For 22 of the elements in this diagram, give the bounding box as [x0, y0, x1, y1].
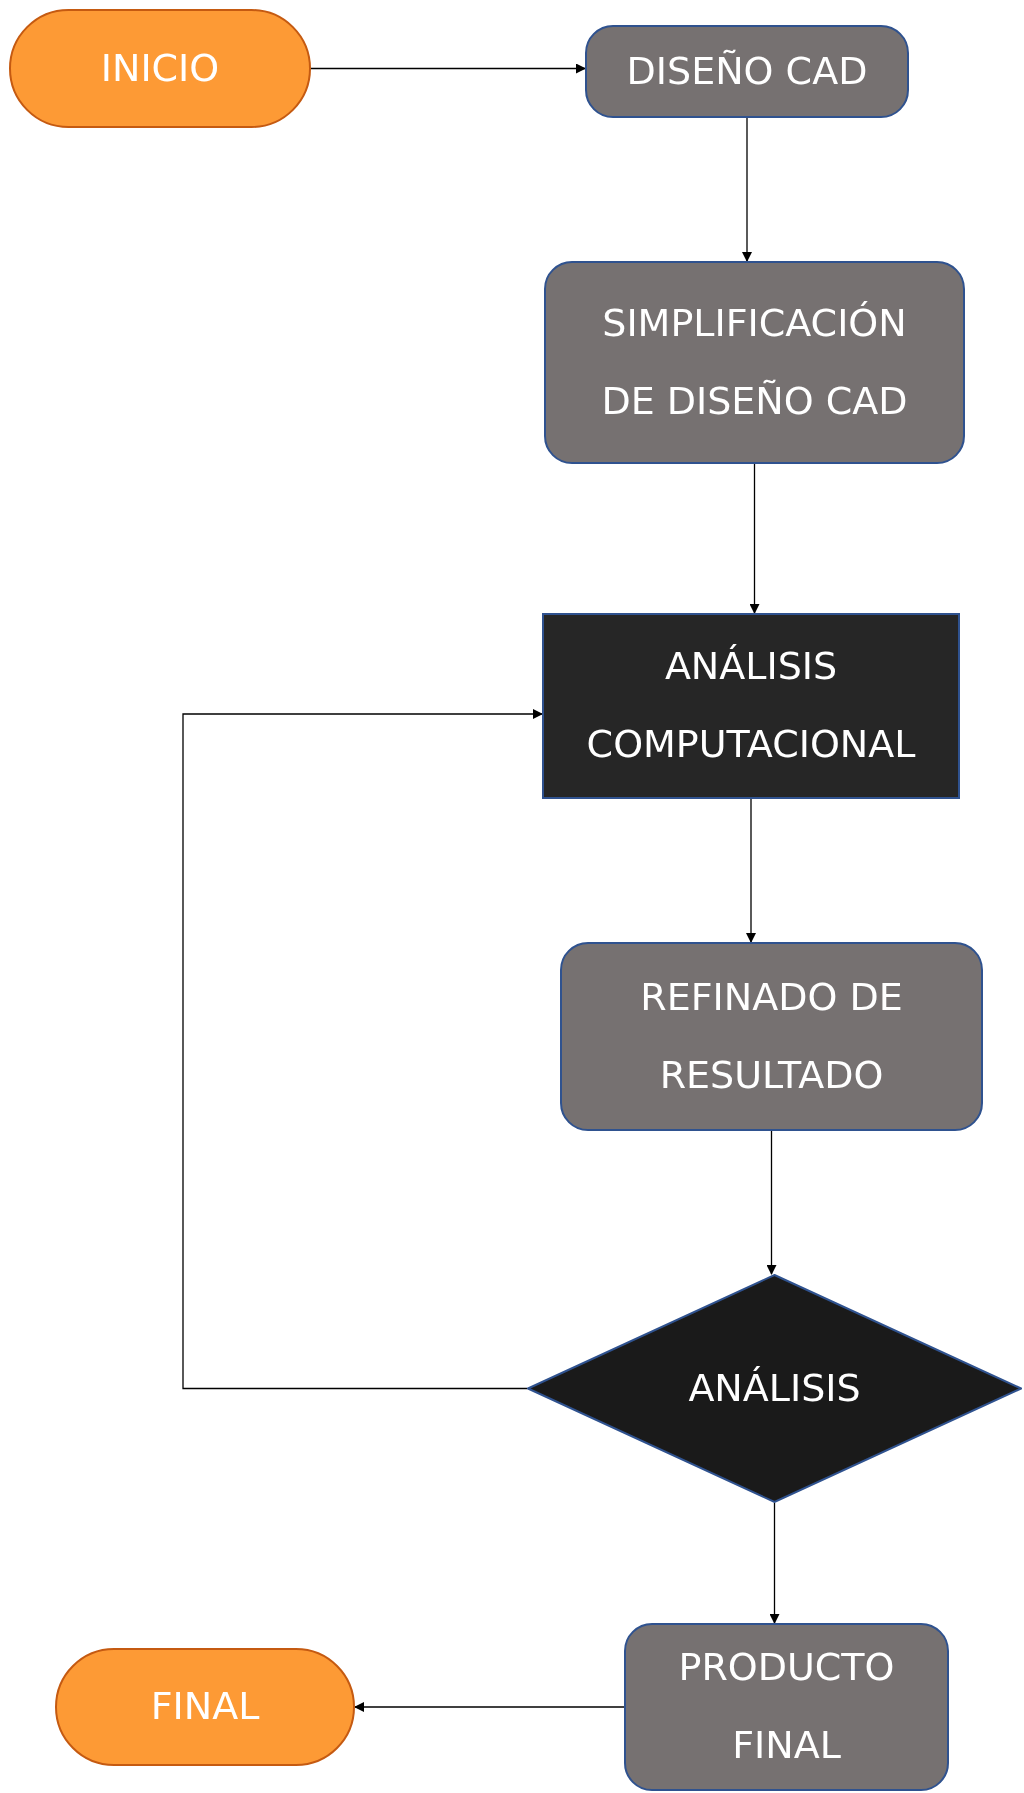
arrow [746, 798, 756, 943]
node-label: SIMPLIFICACIÓN DE DISEÑO CAD [600, 299, 909, 425]
process-box [560, 942, 983, 1131]
process-box [544, 261, 965, 464]
process-box [542, 613, 960, 799]
node-label: REFINADO DE RESULTADO [639, 973, 904, 1099]
node-label: INICIO [100, 44, 220, 92]
node-label: FINAL [150, 1683, 260, 1731]
arrow [354, 1702, 625, 1712]
process-box [585, 25, 909, 118]
arrow [766, 1130, 777, 1275]
arrow [769, 1502, 780, 1624]
arrow [749, 463, 760, 614]
arrow [310, 63, 586, 74]
arrow [182, 709, 543, 1390]
node-label: DISEÑO CAD [626, 47, 868, 95]
node-label: PRODUCTO FINAL [677, 1644, 896, 1769]
node-label: ANÁLISIS COMPUTACIONAL [585, 643, 917, 768]
decision-diamond [527, 1274, 1022, 1503]
node-label: ANÁLISIS [688, 1364, 861, 1412]
arrow [742, 117, 752, 262]
process-box [624, 1623, 949, 1791]
